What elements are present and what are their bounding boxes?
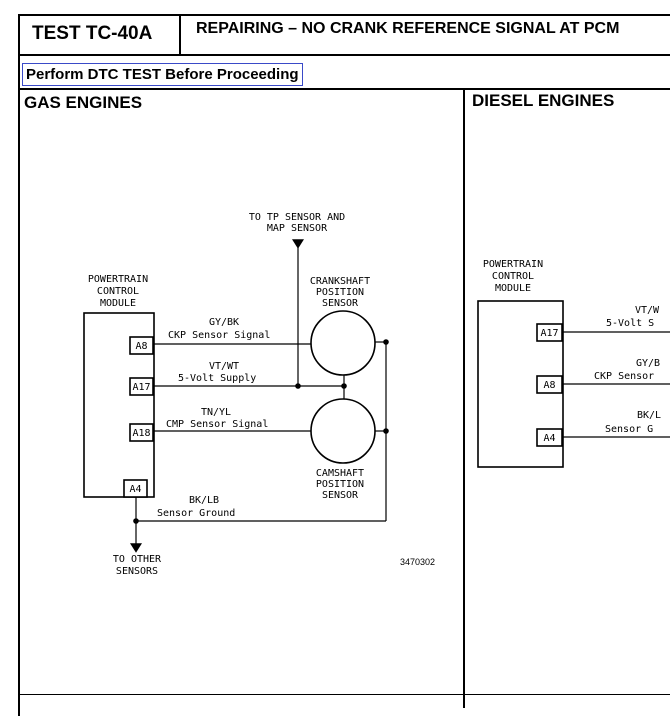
page-title: REPAIRING – NO CRANK REFERENCE SIGNAL AT… [196,20,620,37]
gas-pin-a4: A4 [129,484,141,495]
test-id: TEST TC-40A [18,14,181,54]
camshaft-sensor-circle [310,398,376,464]
cmp-sensor-label-1: CAMSHAFT [316,468,364,479]
diesel-pcm-label-3: MODULE [495,283,531,294]
to-tp-label-1: TO TP SENSOR AND [249,212,345,223]
ckp-sensor-label-2: POSITION [316,287,364,298]
dtc-test-link[interactable]: Perform DTC TEST Before Proceeding [22,63,303,86]
junction-dot [133,518,139,524]
wiring-diagram: POWERTRAIN CONTROL MODULE A8 A17 A18 A4 [83,212,670,577]
gas-pcm-label-1: POWERTRAIN [88,274,148,285]
diesel-wire-5v-color: VT/W [635,305,660,316]
diesel-wire-ground-name: Sensor G [605,424,653,435]
gas-pin-a17: A17 [132,382,150,393]
diesel-pin-a8: A8 [543,380,555,391]
diesel-wire-ckp-color: GY/B [636,358,660,369]
diesel-pcm-label-2: CONTROL [492,271,534,282]
gas-pin-a18: A18 [132,428,150,439]
to-other-label-1: TO OTHER [113,554,162,565]
gas-pin-a18-box [129,423,154,442]
wire-cmp-color: TN/YL [201,407,231,418]
wire-cmp-name: CMP Sensor Signal [166,419,268,430]
cmp-sensor-label-2: POSITION [316,479,364,490]
column-divider [463,88,465,708]
wire-ckp-name: CKP Sensor Signal [168,330,270,341]
diesel-pin-a4: A4 [543,433,555,444]
junction-dot [383,339,389,345]
ckp-sensor-label-3: SENSOR [322,298,359,309]
diesel-wire-ground-color: BK/L [637,410,661,421]
to-other-label-2: SENSORS [116,566,158,577]
diesel-section-title: DIESEL ENGINES [472,91,615,110]
wire-ground-color: BK/LB [189,495,219,506]
figure-number: 3470302 [400,557,435,567]
diesel-wire-5v-name: 5-Volt S [606,318,654,329]
junction-dot [383,428,389,434]
gas-pin-a8: A8 [135,341,147,352]
ckp-sensor-label-1: CRANKSHAFT [310,276,370,287]
gas-pcm-label-3: MODULE [100,298,136,309]
gas-diagram: POWERTRAIN CONTROL MODULE A8 A17 A18 A4 [83,212,435,577]
cmp-sensor-label-3: SENSOR [322,490,359,501]
gas-pcm-label-2: CONTROL [97,286,139,297]
diesel-wire-ckp-name: CKP Sensor [594,371,654,382]
header-row [18,14,670,56]
wire-5v-color: VT/WT [209,361,239,372]
junction-dot [341,383,347,389]
diesel-pcm-label-1: POWERTRAIN [483,259,543,270]
gas-pin-a8-box [129,336,154,355]
diesel-diagram: POWERTRAIN CONTROL MODULE A17 A8 A4 VT/W… [477,259,670,468]
junction-dot [295,383,301,389]
section-divider [18,88,670,90]
wire-5v-name: 5-Volt Supply [178,373,256,384]
crankshaft-sensor-circle [310,310,376,376]
to-tp-label-2: MAP SENSOR [267,223,328,234]
wire-ckp-color: GY/BK [209,317,239,328]
page-frame [18,14,670,716]
bottom-rule [18,694,670,695]
gas-section-title: GAS ENGINES [24,93,143,112]
diesel-pin-a17: A17 [540,328,558,339]
wire-ground-name: Sensor Ground [157,508,235,519]
